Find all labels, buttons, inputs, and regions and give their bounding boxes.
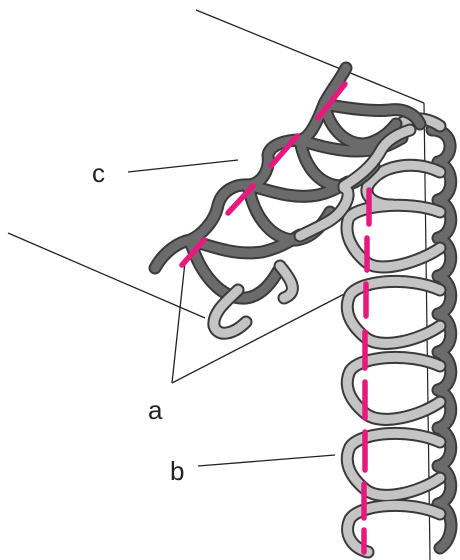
stitch-markers-vertical <box>361 187 372 555</box>
top-edge-line <box>195 9 425 104</box>
dark-yarn-column <box>425 123 458 555</box>
leader-a-right <box>171 289 353 384</box>
left-edge-line <box>7 232 206 319</box>
label-b: b <box>170 456 184 486</box>
leader-b <box>197 454 336 467</box>
light-yarn-diagonal <box>207 123 417 340</box>
leader-lines <box>7 9 425 467</box>
label-c: c <box>92 158 105 188</box>
label-a: a <box>148 395 163 425</box>
leader-c <box>127 159 239 173</box>
leader-a-left <box>171 261 186 384</box>
stitch-markers-diagonal <box>179 81 348 268</box>
